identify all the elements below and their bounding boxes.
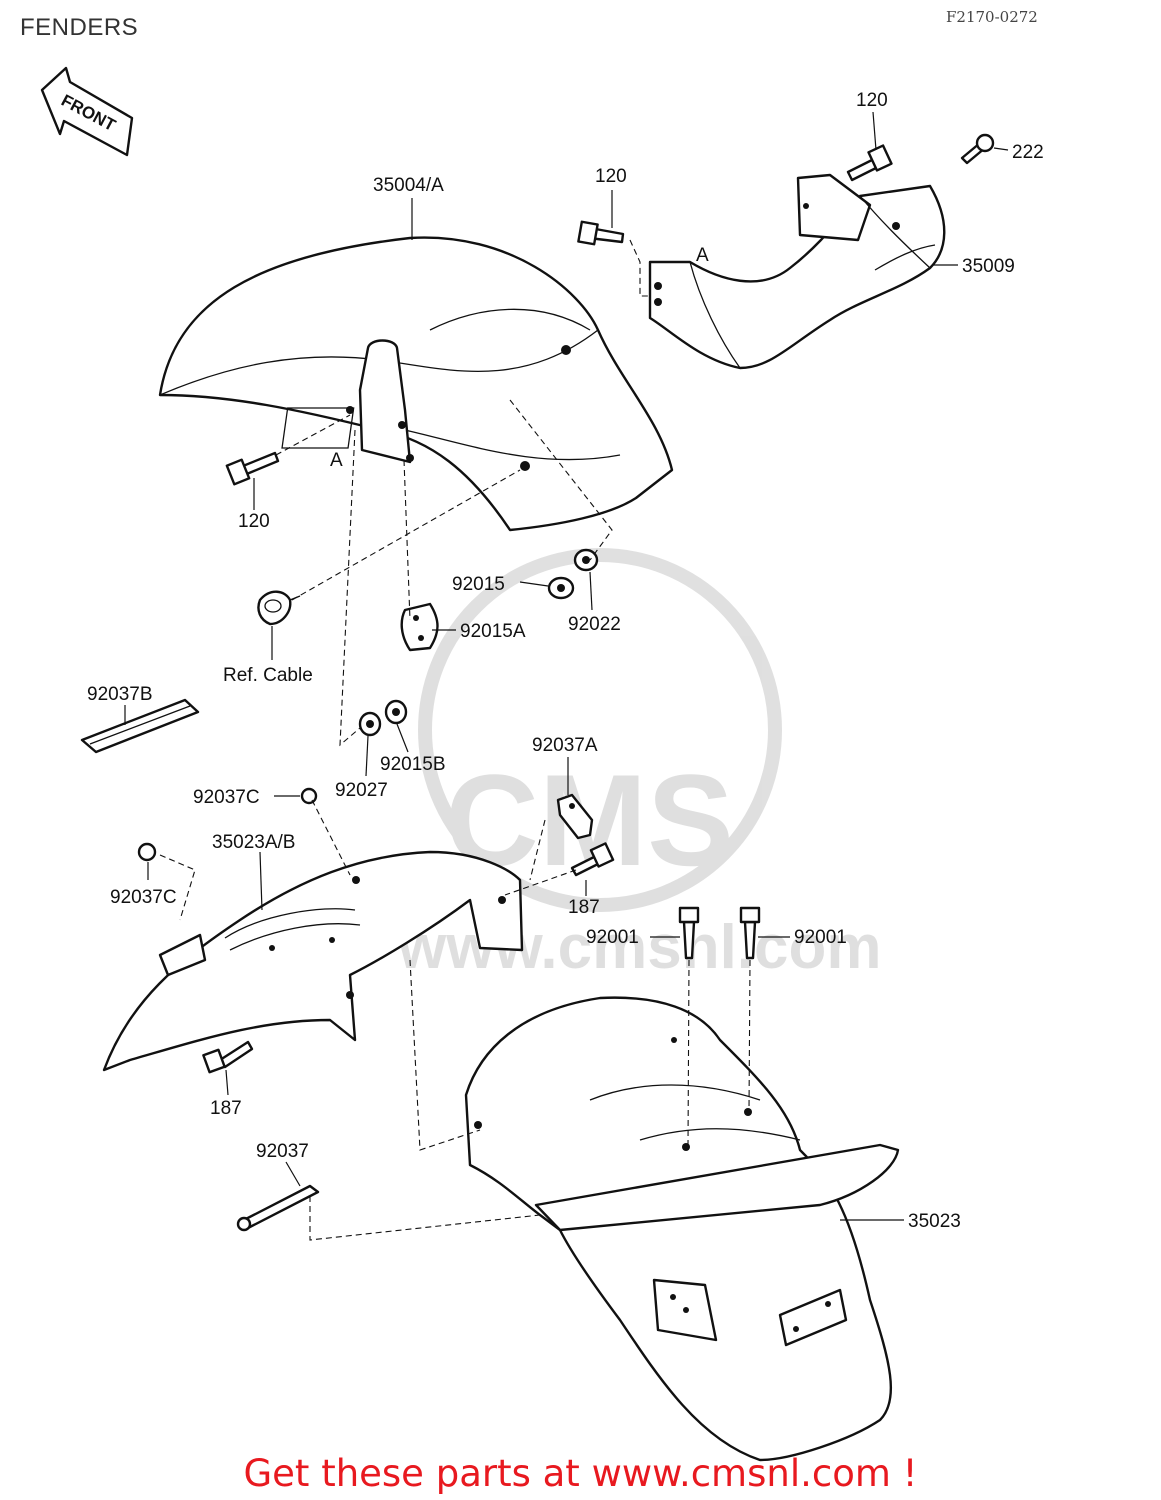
strip-92037B xyxy=(80,698,200,754)
bracket-92037A xyxy=(556,793,594,840)
bolt-120-upper xyxy=(846,144,893,182)
assembly-line xyxy=(687,959,690,1147)
footer-link[interactable]: Get these parts at www.cmsnl.com ! xyxy=(243,1452,918,1495)
assembly-line xyxy=(409,959,481,1151)
nut-92027 xyxy=(358,711,382,737)
label-222: 222 xyxy=(1012,142,1044,163)
bolt-92001-left xyxy=(678,906,700,960)
assembly-line xyxy=(748,959,751,1111)
assembly-line xyxy=(529,819,546,881)
label-92027: 92027 xyxy=(335,780,388,801)
assembly-line xyxy=(309,1196,541,1241)
label-92001-left: 92001 xyxy=(586,927,639,948)
bolt-92001-right xyxy=(739,906,761,960)
label-ref-cable: Ref. Cable xyxy=(223,665,313,686)
front-direction-arrow-icon: FRONT xyxy=(40,66,134,157)
assembly-line xyxy=(504,869,577,896)
clip-92037C-left xyxy=(137,842,157,862)
inner-fender-part xyxy=(102,850,524,1072)
assembly-line xyxy=(629,239,650,297)
diagram-code: F2170-0272 xyxy=(946,8,1038,26)
bolt-120-front xyxy=(225,451,280,486)
plate-92015A xyxy=(400,602,439,652)
label-187-lower: 187 xyxy=(210,1098,242,1119)
label-92037C-left: 92037C xyxy=(110,887,177,908)
label-120-top: 120 xyxy=(595,166,627,187)
label-92022: 92022 xyxy=(568,614,621,635)
label-35023AB: 35023A/B xyxy=(212,832,295,853)
label-92037A: 92037A xyxy=(532,735,598,756)
bolt-187-upper xyxy=(570,842,615,877)
bolt-120-top xyxy=(577,220,625,246)
label-35009: 35009 xyxy=(962,256,1015,277)
cable-clamp-part xyxy=(257,590,301,626)
label-A-fender: A xyxy=(330,450,343,471)
label-92015: 92015 xyxy=(452,574,505,595)
assembly-line xyxy=(311,799,351,876)
strap-92037 xyxy=(236,1184,320,1232)
label-92037B: 92037B xyxy=(87,684,153,705)
washer-92022 xyxy=(573,548,599,572)
label-35004A: 35004/A xyxy=(373,175,444,196)
bolt-187-lower xyxy=(202,1040,254,1074)
label-92001-right: 92001 xyxy=(794,927,847,948)
label-120-front: 120 xyxy=(238,511,270,532)
label-92015B: 92015B xyxy=(380,754,446,775)
assembly-line xyxy=(275,414,351,456)
rear-fender-part xyxy=(464,996,900,1462)
label-92015A: 92015A xyxy=(460,621,526,642)
label-120-upper: 120 xyxy=(856,90,888,111)
label-A-bracket: A xyxy=(696,245,709,266)
page-title: FENDERS xyxy=(20,14,139,41)
label-92037C-upper: 92037C xyxy=(193,787,260,808)
fender-bracket-part xyxy=(648,173,946,370)
label-92037: 92037 xyxy=(256,1141,309,1162)
nut-92015 xyxy=(547,576,575,600)
label-187-upper: 187 xyxy=(568,897,600,918)
bolt-222 xyxy=(960,133,995,165)
clip-92037C-upper xyxy=(300,787,318,805)
assembly-line xyxy=(403,459,411,621)
assembly-line xyxy=(159,854,196,921)
assembly-line xyxy=(509,399,613,561)
cmsnl-watermark: CMS www.cmsnl.com xyxy=(397,548,882,982)
assembly-line xyxy=(291,469,521,601)
nut-92015B xyxy=(384,699,408,725)
label-35023: 35023 xyxy=(908,1211,961,1232)
front-fender-part xyxy=(158,236,674,532)
assembly-line xyxy=(339,429,361,747)
